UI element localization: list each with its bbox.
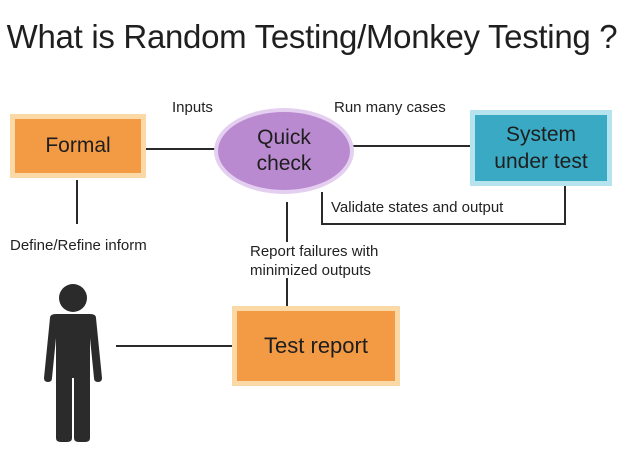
edge-validate-up	[321, 192, 323, 225]
person-icon	[44, 284, 102, 442]
edge-validate-bottom	[321, 223, 566, 225]
test-report-label: Test report	[264, 333, 368, 358]
edge-person-report	[116, 345, 232, 347]
validate-label: Validate states and output	[331, 199, 504, 216]
diagram-title: What is Random Testing/Monkey Testing ?	[6, 18, 618, 55]
edge-formal-quickcheck	[146, 148, 216, 150]
system-under-test-node: System under test	[470, 110, 612, 186]
edge-quickcheck-report-lower	[286, 278, 288, 306]
quick-check-label-line1: Quick	[257, 126, 311, 149]
formal-node: Formal	[10, 114, 146, 178]
report-failures-label: Report failures with minimized outputs	[250, 242, 378, 280]
report-failures-line1: Report failures with	[250, 243, 379, 260]
edge-sut-validate-down	[564, 186, 566, 224]
edge-formal-person	[76, 180, 78, 224]
quick-check-node: Quick check	[214, 108, 354, 194]
inputs-label: Inputs	[172, 99, 213, 116]
report-failures-line2: minimized outputs	[250, 262, 371, 279]
edge-quickcheck-sut	[352, 145, 472, 147]
edge-quickcheck-report-upper	[286, 202, 288, 242]
formal-label: Formal	[45, 134, 111, 157]
sut-label-line2: under test	[494, 150, 588, 173]
test-report-node: Test report	[232, 306, 400, 386]
sut-label-line1: System	[505, 123, 576, 146]
define-refine-label: Define/Refine inform	[10, 237, 147, 254]
quick-check-label-line2: check	[256, 152, 312, 175]
run-many-cases-label: Run many cases	[334, 99, 446, 116]
